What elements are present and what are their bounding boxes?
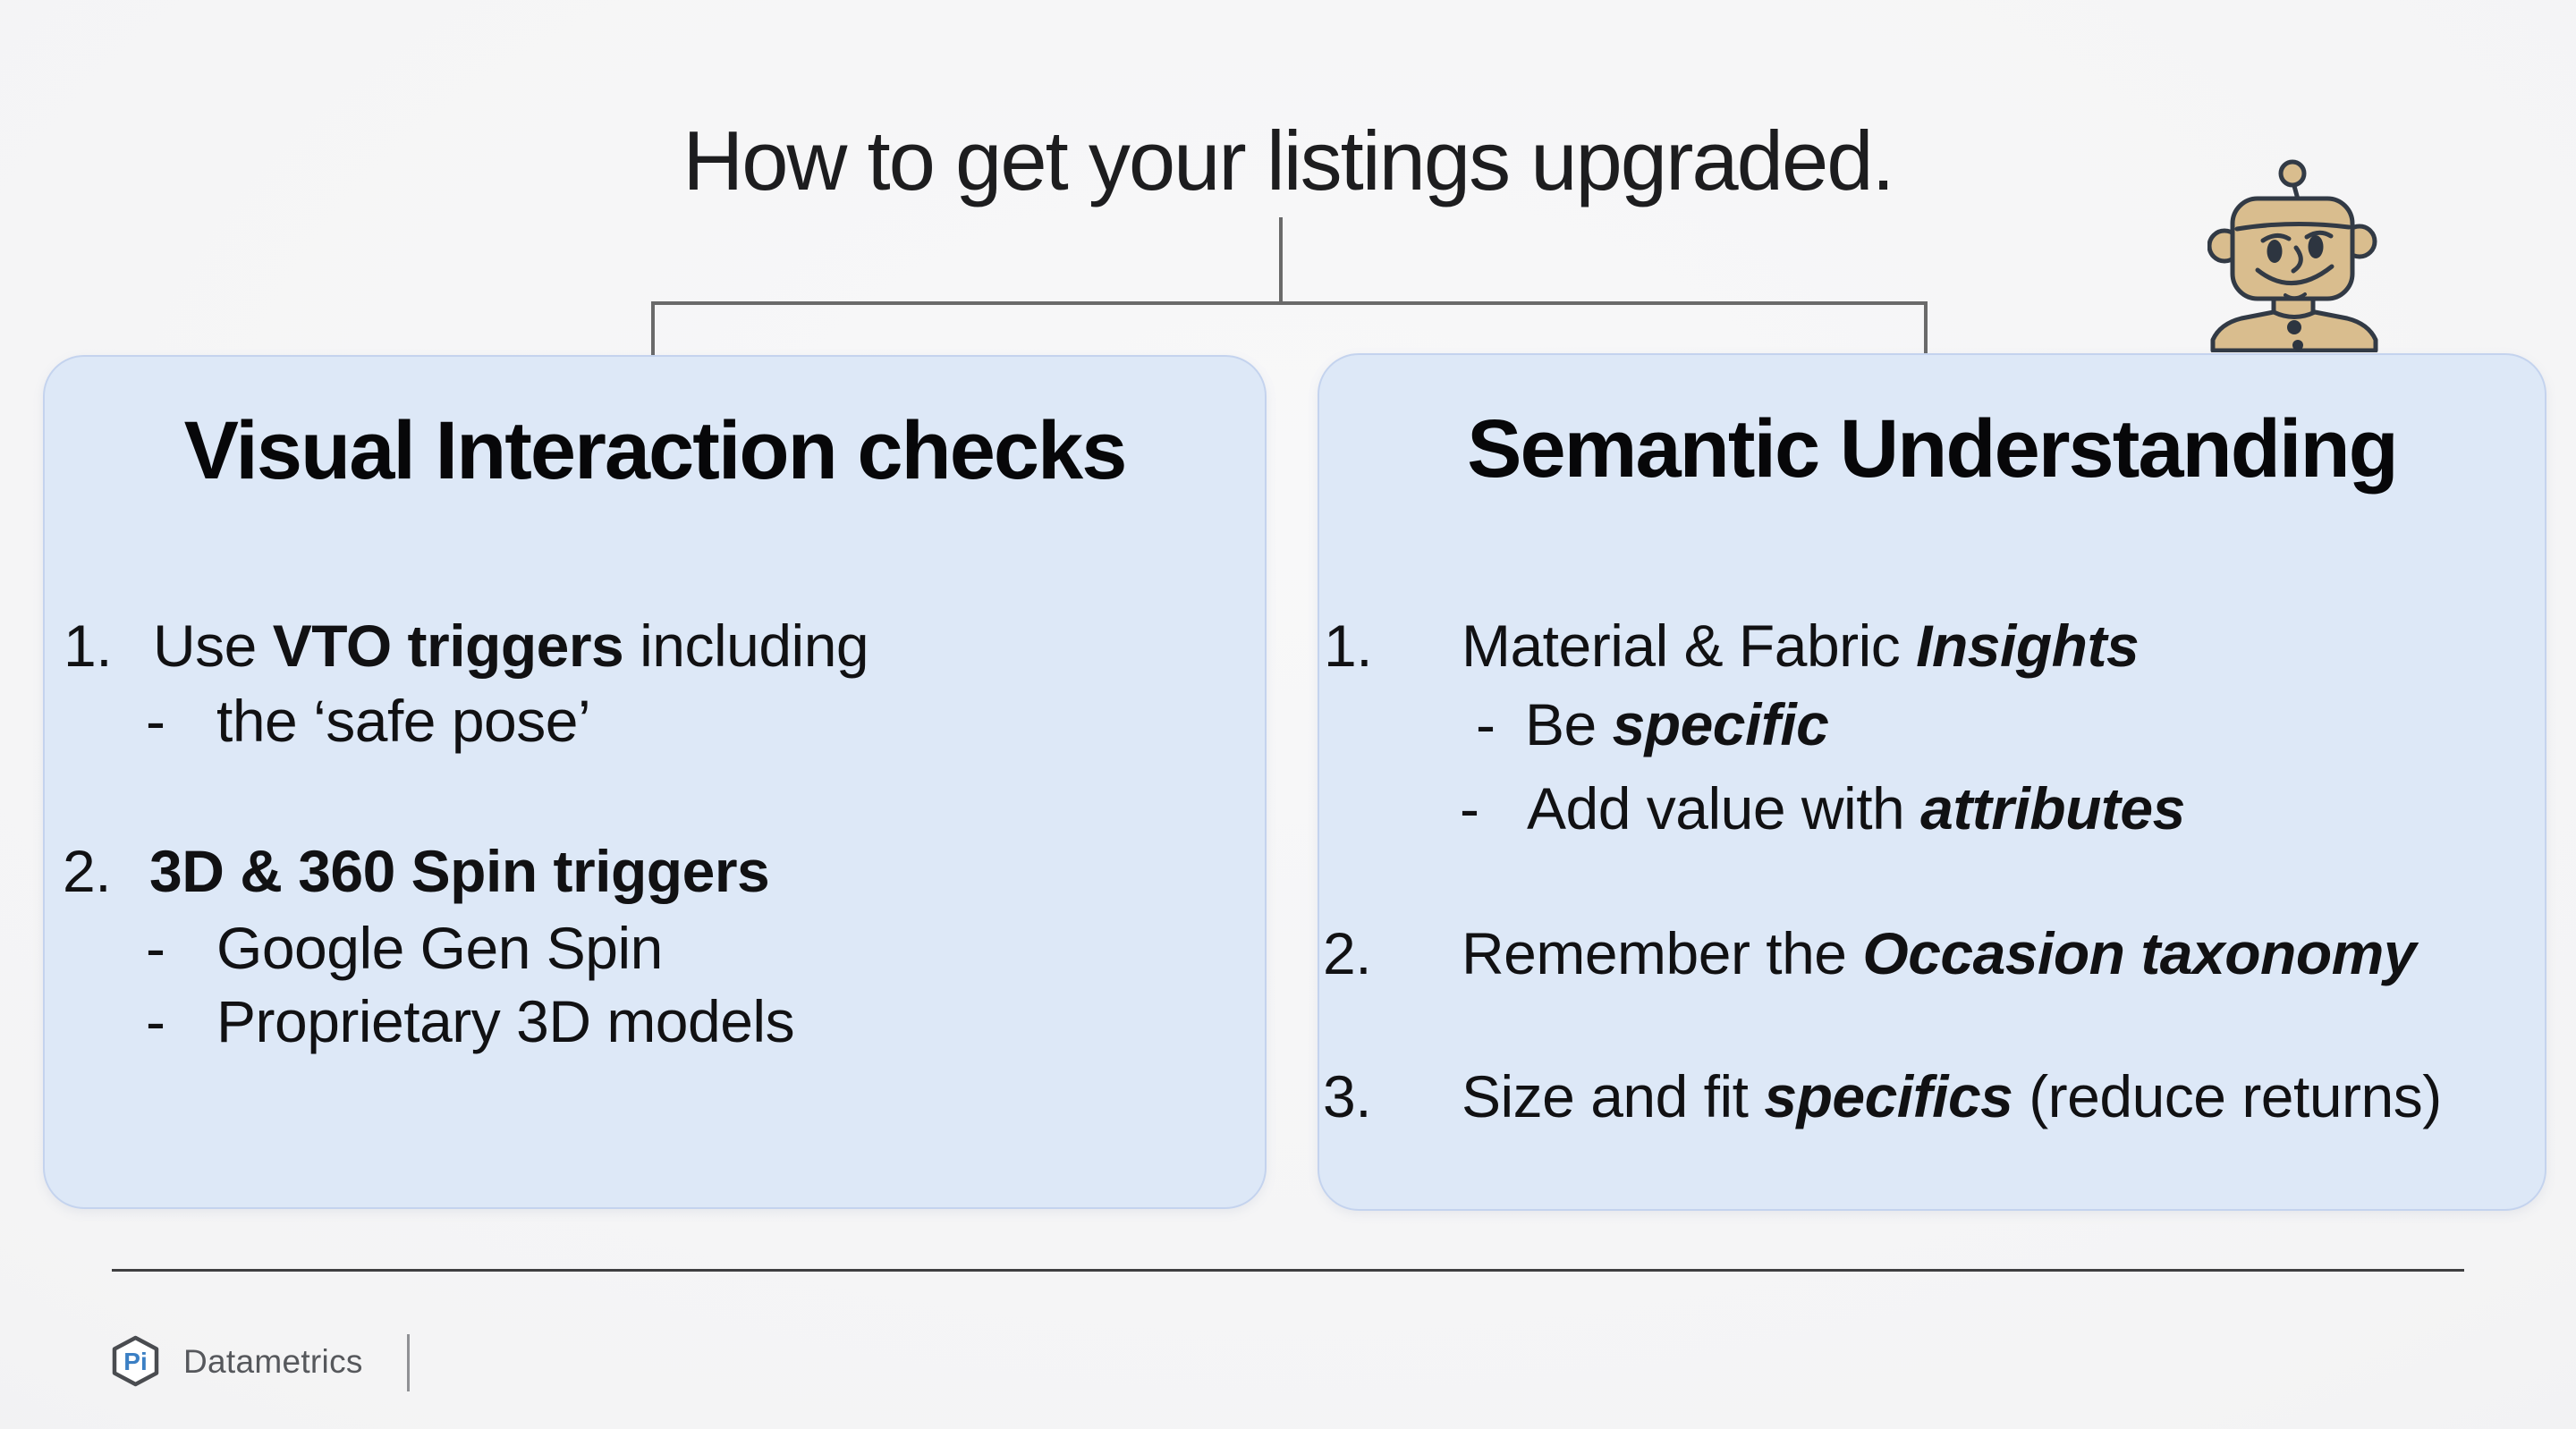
text-run: Material & Fabric [1462,613,1917,679]
list-text: the ‘safe pose’ [216,688,591,754]
list-number: 2. [1323,920,1372,986]
text-run: Size and fit [1462,1063,1765,1129]
list-text: Google Gen Spin [216,915,663,981]
text-run-bold-italic: Occasion taxonomy [1862,920,2417,986]
dash-bullet: - [1476,691,1496,757]
text-run-bold-italic: specifics [1764,1063,2013,1129]
list-item-3: 3. Size and fit specifics (reduce return… [1319,1059,2545,1134]
slide-title: How to get your listings upgraded. [682,114,1894,207]
list-text: Size and fit specifics (reduce returns) [1462,1059,2442,1134]
text-run-bold: 3D & 360 Spin triggers [149,838,770,904]
list-subitem: - Be specific [1319,687,2545,762]
card-heading: Visual Interaction checks [183,405,1128,496]
text-run: Add value with [1527,775,1921,841]
list-item-2: 2. Remember the Occasion taxonomy [1319,916,2545,991]
card-semantic-understanding: Semantic Understanding 1. Material & Fab… [1318,353,2546,1211]
text-run-bold-italic: attributes [1920,775,2185,841]
brand-divider-bar [407,1334,410,1391]
text-run: Use [153,613,273,679]
text-run-bold: VTO triggers [272,613,624,679]
list-item-1: 1. Material & Fabric Insights [1319,608,2545,683]
text-run: (reduce returns) [2012,1063,2442,1129]
card-visual-interaction-checks: Visual Interaction checks 1. Use VTO tri… [43,355,1267,1209]
list-number: 2. [63,838,112,904]
text-run-bold-italic: specific [1612,691,1829,757]
list-subitem: - the ‘safe pose’ [45,683,1265,758]
card-heading: Semantic Understanding [1467,403,2399,495]
list-number: 1. [1324,613,1373,679]
list-text: Remember the Occasion taxonomy [1462,916,2417,991]
robot-mascot-icon [2207,159,2378,352]
text-run: including [623,613,869,679]
list-number: 1. [64,613,113,679]
text-run-bold-italic: Insights [1916,613,2140,679]
dash-bullet: - [146,988,165,1054]
hexagon-pi-logo-icon: Pi [112,1335,159,1387]
list-text: 3D & 360 Spin triggers [149,833,770,909]
list-item-1: 1. Use VTO triggers including [45,608,1265,683]
list-text: Use VTO triggers including [153,608,869,683]
dash-bullet: - [146,688,165,754]
list-subitem: - Google Gen Spin [45,910,1265,985]
dash-bullet: - [1460,775,1479,841]
list-text: Material & Fabric Insights [1462,608,2140,683]
list-item-2: 2. 3D & 360 Spin triggers [45,833,1265,909]
dash-bullet: - [146,915,165,981]
text-run: Be [1525,691,1613,757]
pi-monogram: Pi [123,1348,147,1375]
brand-name: Datametrics [183,1343,363,1380]
footer-divider-line [112,1269,2464,1272]
list-number: 3. [1323,1063,1372,1129]
list-text: Be specific [1525,687,1829,762]
list-subitem: - Add value with attributes [1319,771,2545,846]
list-text: Proprietary 3D models [216,988,795,1054]
list-text: Add value with attributes [1527,771,2185,846]
list-subitem: - Proprietary 3D models [45,984,1265,1059]
text-run: Remember the [1462,920,1863,986]
brand-logo: Pi Datametrics [112,1334,470,1393]
